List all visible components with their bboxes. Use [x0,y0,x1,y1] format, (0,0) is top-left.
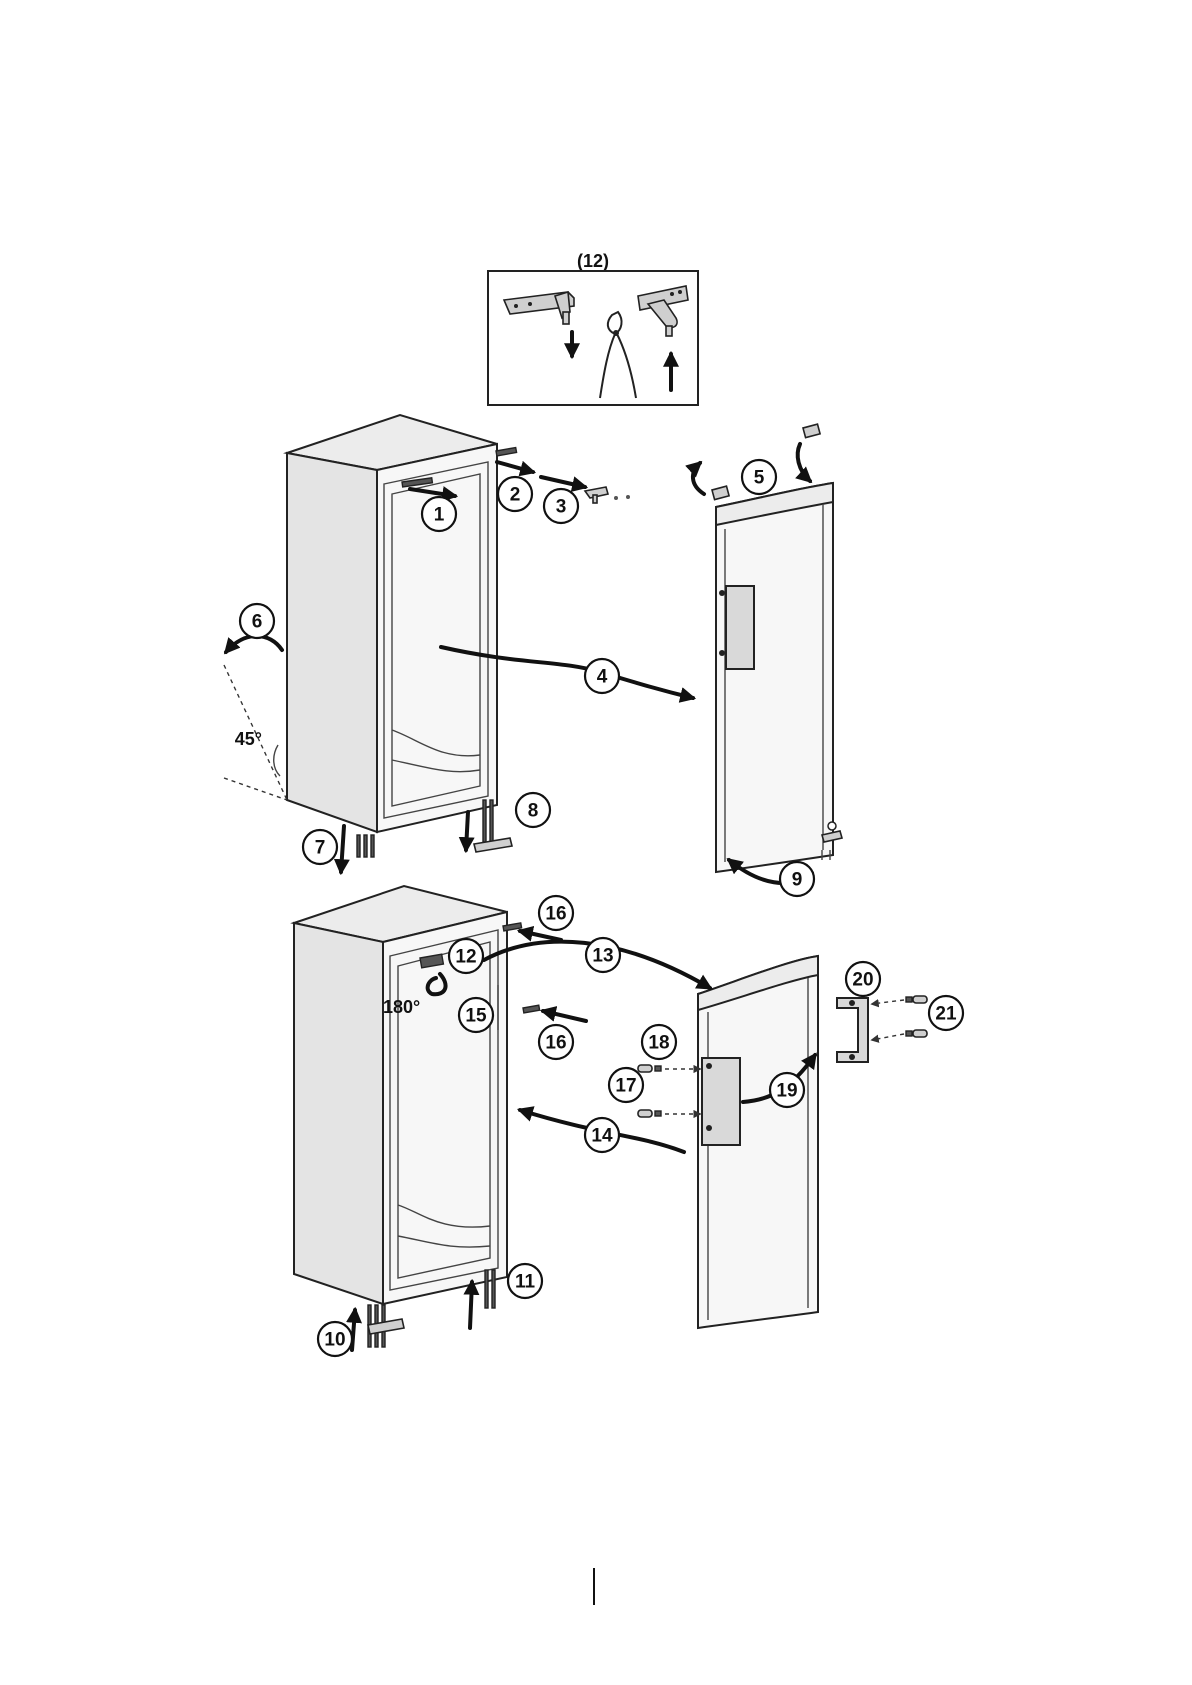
callout-6: 6 [240,604,274,638]
callout-16-bottom: 16 [539,1025,573,1059]
callout-1: 1 [422,497,456,531]
callout-2: 2 [498,477,532,511]
callout-15: 15 [459,998,493,1032]
svg-text:18: 18 [648,1033,669,1054]
svg-text:19: 19 [776,1081,797,1102]
callout-12: 12 [449,939,483,973]
svg-text:11: 11 [515,1272,536,1293]
svg-text:21: 21 [935,1004,957,1025]
svg-text:4: 4 [597,667,608,688]
callout-9: 9 [780,862,814,896]
callout-7: 7 [303,830,337,864]
svg-text:10: 10 [324,1330,345,1351]
svg-text:17: 17 [615,1076,636,1097]
tilt-angle-label: 45° [235,729,262,749]
callout-5: 5 [742,460,776,494]
inset-label: (12) [577,251,609,271]
door-after [638,956,818,1328]
callout-13: 13 [586,938,620,972]
svg-text:6: 6 [252,612,263,633]
svg-text:8: 8 [528,801,539,822]
callout-14: 14 [585,1118,619,1152]
callout-17: 17 [609,1068,643,1102]
svg-text:9: 9 [792,870,803,891]
svg-text:14: 14 [591,1126,613,1147]
svg-text:3: 3 [556,497,567,518]
callout-10: 10 [318,1322,352,1356]
svg-text:16: 16 [545,904,566,925]
callout-16-top: 16 [539,896,573,930]
cabinet-before: 45° [224,415,512,872]
svg-text:20: 20 [852,970,873,991]
svg-text:15: 15 [465,1006,487,1027]
callout-19: 19 [770,1073,804,1107]
svg-text:16: 16 [545,1033,566,1054]
callout-21: 21 [929,996,963,1030]
hinge-cover-parts [503,923,586,1021]
callout-11: 11 [508,1264,542,1298]
callout-18: 18 [642,1025,676,1059]
rotate-angle-label: 180° [383,997,420,1017]
svg-text:1: 1 [434,505,445,526]
svg-text:12: 12 [455,947,476,968]
hinge-pin-inset: (12) [488,251,698,405]
callout-4: 4 [585,659,619,693]
svg-text:2: 2 [510,485,521,506]
door-handle [837,996,927,1062]
callout-3: 3 [544,489,578,523]
callout-8: 8 [516,793,550,827]
svg-text:7: 7 [315,838,326,859]
svg-text:13: 13 [592,946,613,967]
svg-text:5: 5 [754,468,765,489]
callout-20: 20 [846,962,880,996]
